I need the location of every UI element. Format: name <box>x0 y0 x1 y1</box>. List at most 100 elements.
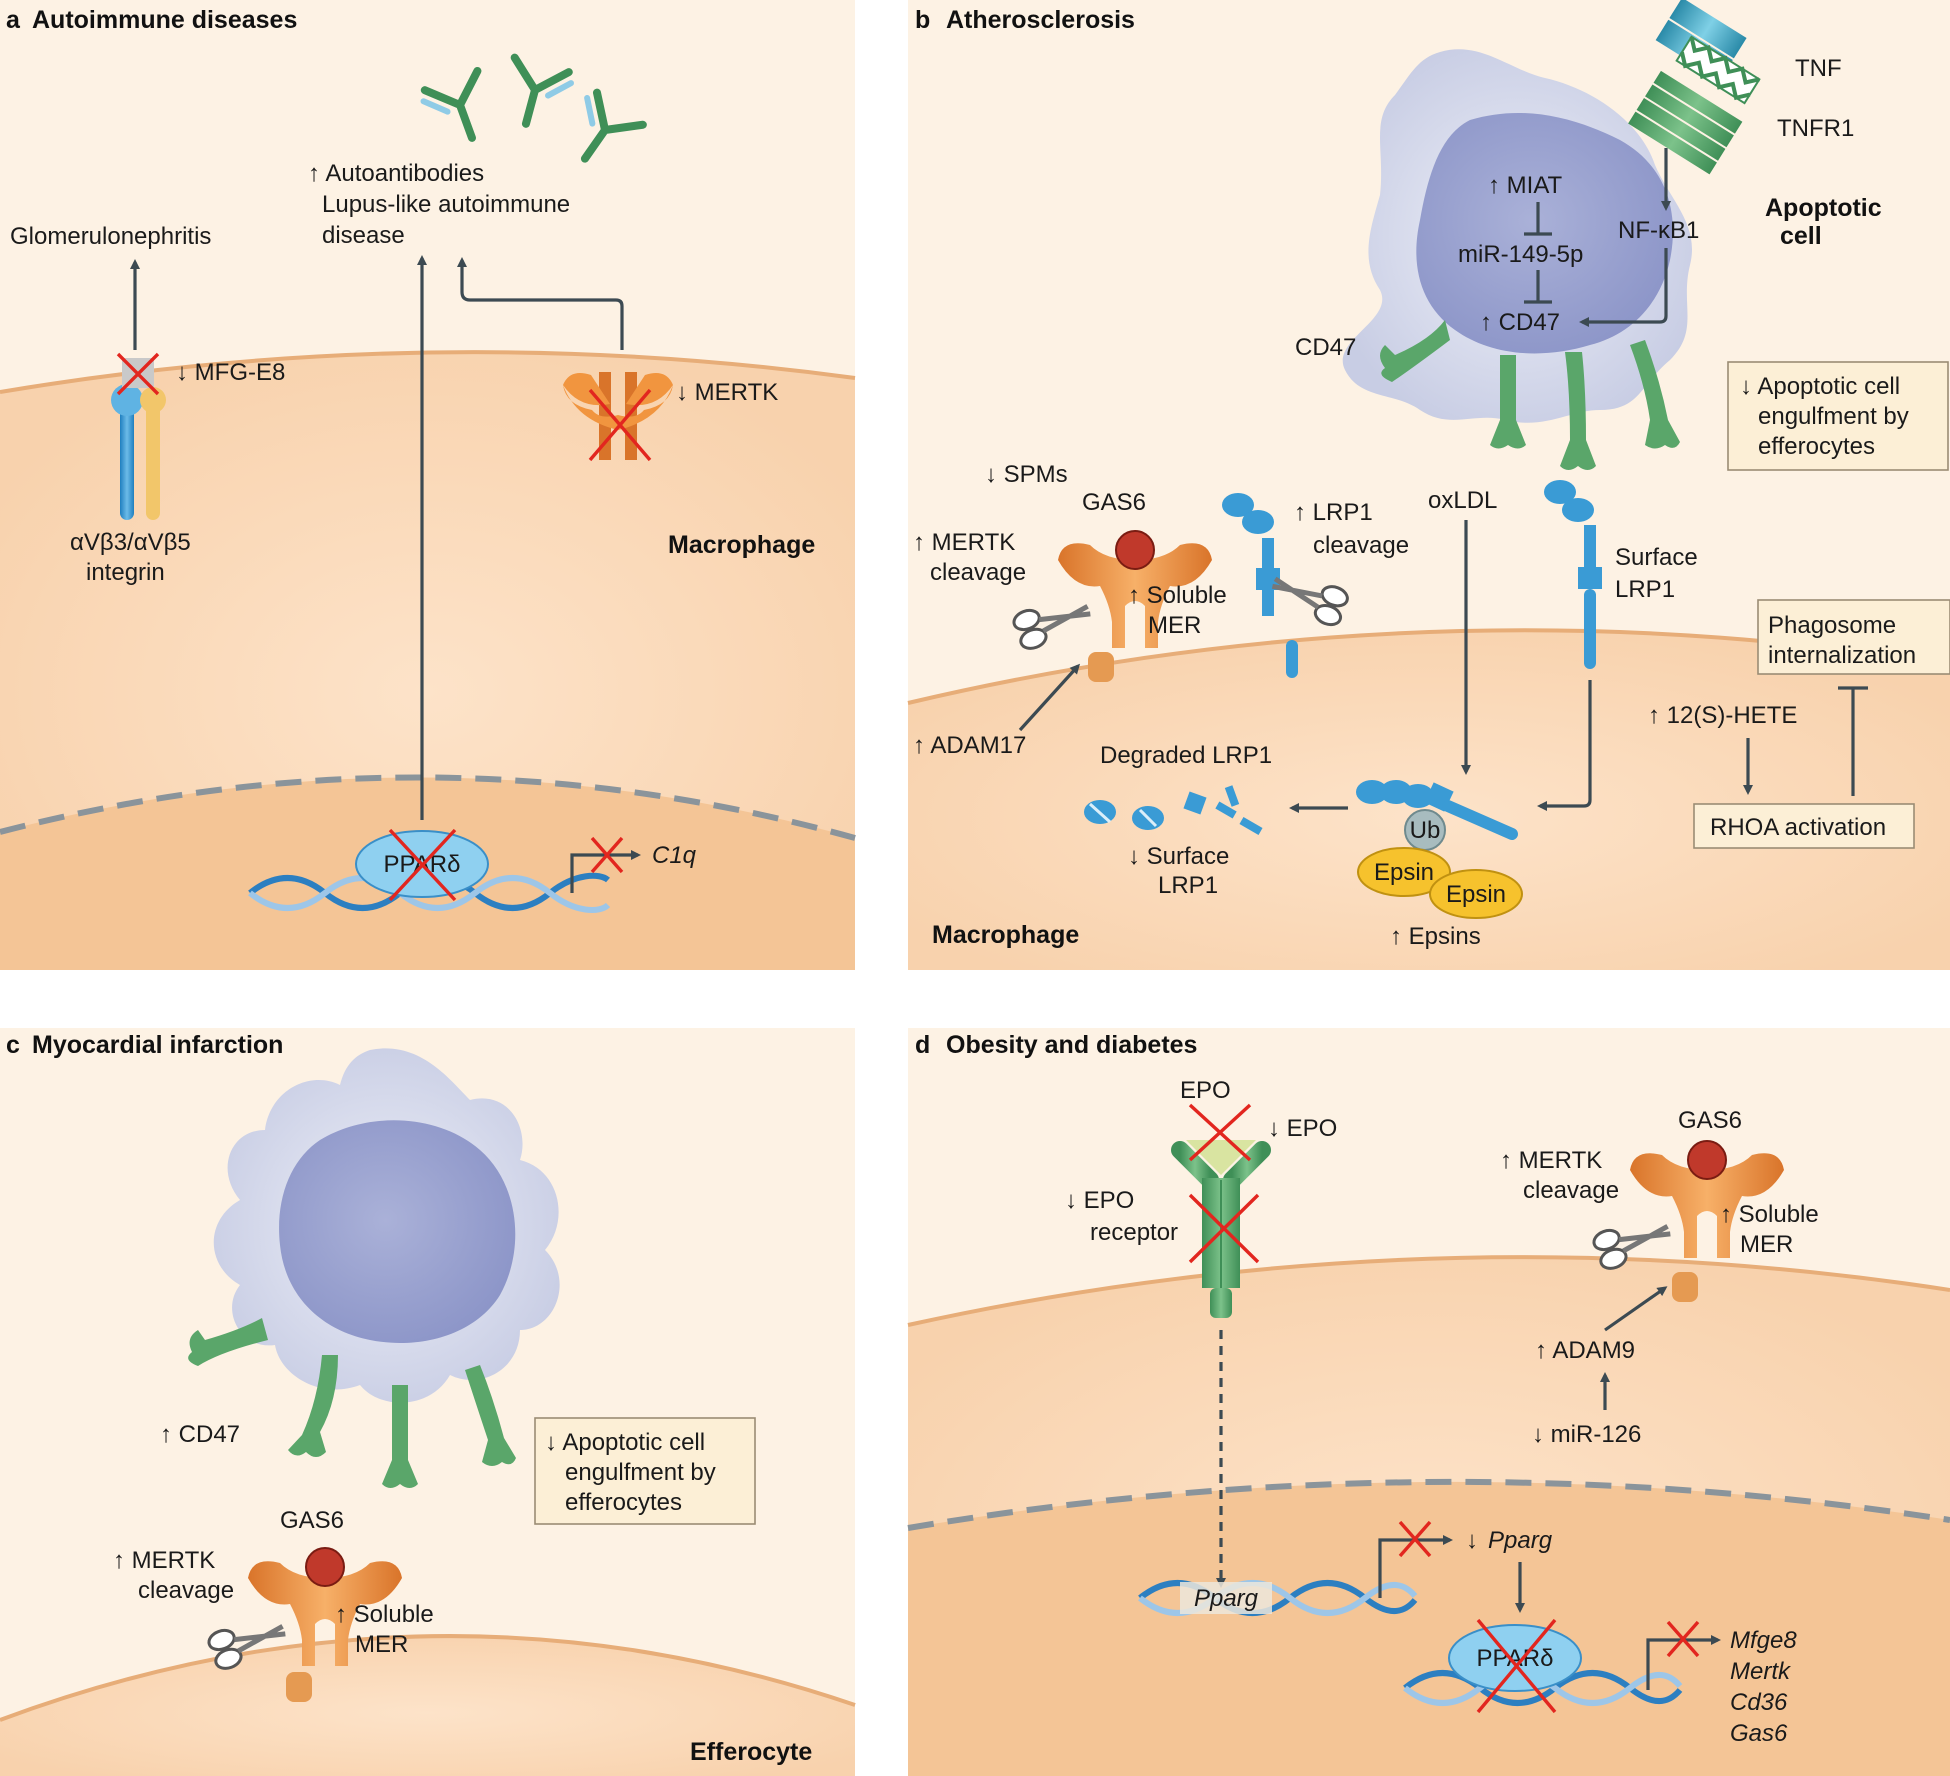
autoantibodies-label: ↑ Autoantibodies <box>308 160 484 187</box>
epo-cross-icon <box>1188 1103 1252 1162</box>
antibody-icon <box>510 53 575 128</box>
mertk-receptor <box>563 372 673 462</box>
antibody-icon <box>580 88 647 163</box>
panel-b-letter: b <box>915 6 930 34</box>
engulfment-c-line2: engulfment by <box>565 1459 716 1486</box>
panel-b-title: Atherosclerosis <box>946 6 1135 34</box>
panel-c-letter: c <box>6 1031 20 1059</box>
epsin-label-1: Epsin <box>1374 859 1434 886</box>
mertk-cleavage-d-2: cleavage <box>1523 1177 1619 1204</box>
apoptotic-cell-c <box>213 1048 560 1403</box>
epo-receptor-label-1: ↓ EPO <box>1065 1187 1134 1214</box>
panel-a-letter: a <box>6 6 21 34</box>
mertk-arrow <box>457 257 624 350</box>
cd47-receptors <box>1380 320 1680 470</box>
oxldl-label: oxLDL <box>1428 487 1497 514</box>
phagosome-label-2: internalization <box>1768 642 1916 669</box>
epsins-label: ↑ Epsins <box>1390 923 1481 950</box>
degraded-lrp1-fragments <box>1084 785 1263 835</box>
soluble-mer-d-2: MER <box>1740 1231 1793 1258</box>
engulfment-b-line2: engulfment by <box>1758 403 1909 430</box>
panel-d-background <box>907 1028 1950 1776</box>
soluble-mer-b-1: ↑ Soluble <box>1128 582 1227 609</box>
epo-down-label: ↓ EPO <box>1268 1115 1337 1142</box>
cd47-receptors-c <box>188 1318 516 1488</box>
pparg-transcription-arrow <box>1378 1535 1453 1598</box>
pparg-down-label: Pparg <box>1488 1527 1553 1554</box>
nfkb-label: NF-κB1 <box>1618 217 1699 244</box>
surface-lrp1-arrow <box>1537 680 1592 811</box>
mertk-gas6-receptor-d <box>1630 1140 1784 1302</box>
c1q-cross-icon <box>590 836 624 874</box>
ppard-cross-icon <box>388 828 457 902</box>
glomerulonephritis-label: Glomerulonephritis <box>10 223 211 250</box>
scissors-icon <box>1271 576 1349 627</box>
adam17-arrow <box>1018 663 1081 732</box>
mertk-gas6-receptor-c <box>248 1547 402 1702</box>
lupus-label: Lupus-like autoimmune <box>322 191 570 218</box>
soluble-mer-d-1: ↑ Soluble <box>1720 1201 1819 1228</box>
spms-label: ↓ SPMs <box>985 461 1068 488</box>
adam9-arrow <box>1604 1286 1668 1332</box>
mertk-cleavage-b-2: cleavage <box>930 559 1026 586</box>
apoptotic-cell <box>1342 49 1692 423</box>
epsin-icon <box>1357 847 1451 897</box>
cd47-up-label: ↑ CD47 <box>1480 309 1560 336</box>
pparg-cross-icon <box>1398 1520 1432 1558</box>
surface-lrp1-label-2: LRP1 <box>1615 576 1675 603</box>
mertk-gas6-receptor-b <box>1058 530 1212 682</box>
mertk-cleavage-c-1: ↑ MERTK <box>113 1547 215 1574</box>
gene-mfge8: Mfge8 <box>1730 1627 1797 1654</box>
integrin-label-2: integrin <box>86 559 165 586</box>
soluble-mer-c-2: MER <box>355 1631 408 1658</box>
scissors-icon <box>1012 604 1091 650</box>
engulfment-b-line3: efferocytes <box>1758 433 1875 460</box>
mertk-cleavage-d-1: ↑ MERTK <box>1500 1147 1602 1174</box>
cd47-c-label: ↑ CD47 <box>160 1421 240 1448</box>
lrp1-cleavage-label-2: cleavage <box>1313 532 1409 559</box>
mertk-label: ↓ MERTK <box>676 379 778 406</box>
panel-a-title: Autoimmune diseases <box>32 6 297 34</box>
surface-lrp1-label-1: Surface <box>1615 544 1698 571</box>
epo-receptor-cross-icon <box>1188 1193 1260 1264</box>
gas6-d-label: GAS6 <box>1678 1107 1742 1134</box>
panel-a-background <box>0 0 856 971</box>
apoptotic-cell-label-1: Apoptotic <box>1765 194 1882 222</box>
disease-label: disease <box>322 222 405 249</box>
mfge8-cross-icon <box>116 352 160 396</box>
pparg-gene-label: Pparg <box>1194 1585 1259 1612</box>
c1q-label: C1q <box>652 842 697 869</box>
down-surface-lrp1-2: LRP1 <box>1158 872 1218 899</box>
epo-label: EPO <box>1180 1077 1231 1104</box>
engulfment-c-line1: ↓ Apoptotic cell <box>545 1429 705 1456</box>
gene-gas6: Gas6 <box>1730 1720 1788 1747</box>
pparg-down-arrow: ↓ <box>1466 1527 1478 1554</box>
target-genes-arrow <box>1646 1635 1721 1690</box>
scissors-icon <box>207 1624 286 1670</box>
tnfr1-label: TNFR1 <box>1777 115 1854 142</box>
epsin-label-2: Epsin <box>1446 881 1506 908</box>
c1q-arrow <box>570 850 641 893</box>
autoantibody-icons <box>420 53 647 163</box>
mertk-cleavage-c-2: cleavage <box>138 1577 234 1604</box>
mir149-label: miR-149-5p <box>1458 241 1583 268</box>
integrin-label-1: αVβ3/αVβ5 <box>70 529 191 556</box>
ppard-d-cross-icon <box>1476 1618 1557 1714</box>
mertk-cleavage-b-1: ↑ MERTK <box>913 529 1015 556</box>
phagosome-label-1: Phagosome <box>1768 612 1896 639</box>
adam17-label: ↑ ADAM17 <box>913 732 1026 759</box>
antibody-icon <box>420 66 482 142</box>
rhoa-label: RHOA activation <box>1710 814 1886 841</box>
lrp1-cleavage-label-1: ↑ LRP1 <box>1294 499 1373 526</box>
mfge8-label: ↓ MFG-E8 <box>176 359 285 386</box>
epo-receptor-label-2: receptor <box>1090 1219 1178 1246</box>
rhoa-box <box>1693 803 1915 849</box>
panel-d-letter: d <box>915 1031 930 1059</box>
panel-b: b Atherosclerosis CD47 <box>913 0 1950 950</box>
target-genes-cross-icon <box>1666 1620 1700 1658</box>
tnf-icon <box>1655 0 1761 105</box>
adam9-label: ↑ ADAM9 <box>1535 1337 1635 1364</box>
mertk-cross-icon <box>588 388 652 462</box>
panel-d-title: Obesity and diabetes <box>946 1031 1197 1059</box>
